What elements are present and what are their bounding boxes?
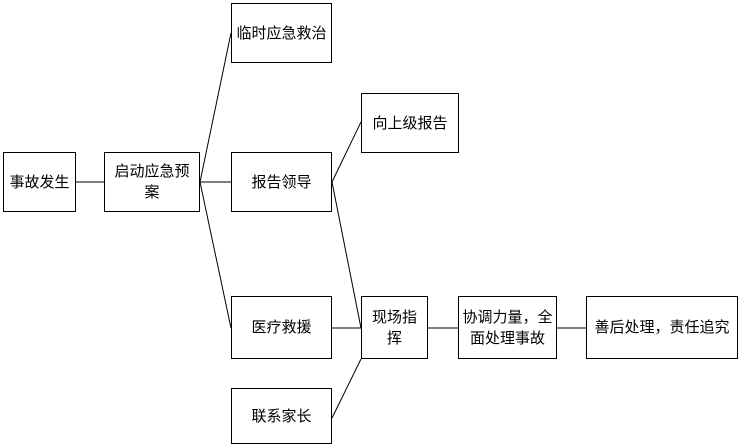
node-contact-label: 联系家长 bbox=[251, 406, 312, 425]
node-command: 现场指挥 bbox=[361, 296, 428, 359]
line-contact-command bbox=[331, 358, 362, 419]
line-report-leader-command bbox=[331, 181, 362, 329]
node-accident: 事故发生 bbox=[3, 152, 76, 212]
node-rescue: 医疗救援 bbox=[231, 296, 332, 359]
line-plan-rescue bbox=[199, 181, 232, 329]
node-treat: 临时应急救治 bbox=[231, 3, 332, 63]
node-command-label: 现场指挥 bbox=[371, 307, 417, 347]
node-coordinate: 协调力量，全面处理事故 bbox=[458, 296, 557, 359]
node-rescue-label: 医疗救援 bbox=[251, 318, 312, 336]
node-contact: 联系家长 bbox=[231, 388, 332, 444]
node-report-leader: 报告领导 bbox=[231, 152, 332, 212]
node-report-up: 向上级报告 bbox=[361, 93, 459, 153]
line-plan-treat bbox=[199, 32, 232, 183]
node-plan-label: 启动应急预案 bbox=[114, 162, 190, 201]
node-coordinate-label: 协调力量，全面处理事故 bbox=[462, 307, 553, 347]
line-report-leader-report-up bbox=[331, 121, 362, 183]
node-report-up-label: 向上级报告 bbox=[372, 113, 448, 132]
node-aftermath-label: 善后处理，责任追究 bbox=[594, 318, 730, 336]
node-accident-label: 事故发生 bbox=[9, 172, 70, 191]
node-aftermath: 善后处理，责任追究 bbox=[586, 296, 738, 359]
node-treat-label: 临时应急救治 bbox=[236, 23, 327, 42]
node-report-leader-label: 报告领导 bbox=[251, 172, 312, 191]
node-plan: 启动应急预案 bbox=[104, 152, 200, 212]
